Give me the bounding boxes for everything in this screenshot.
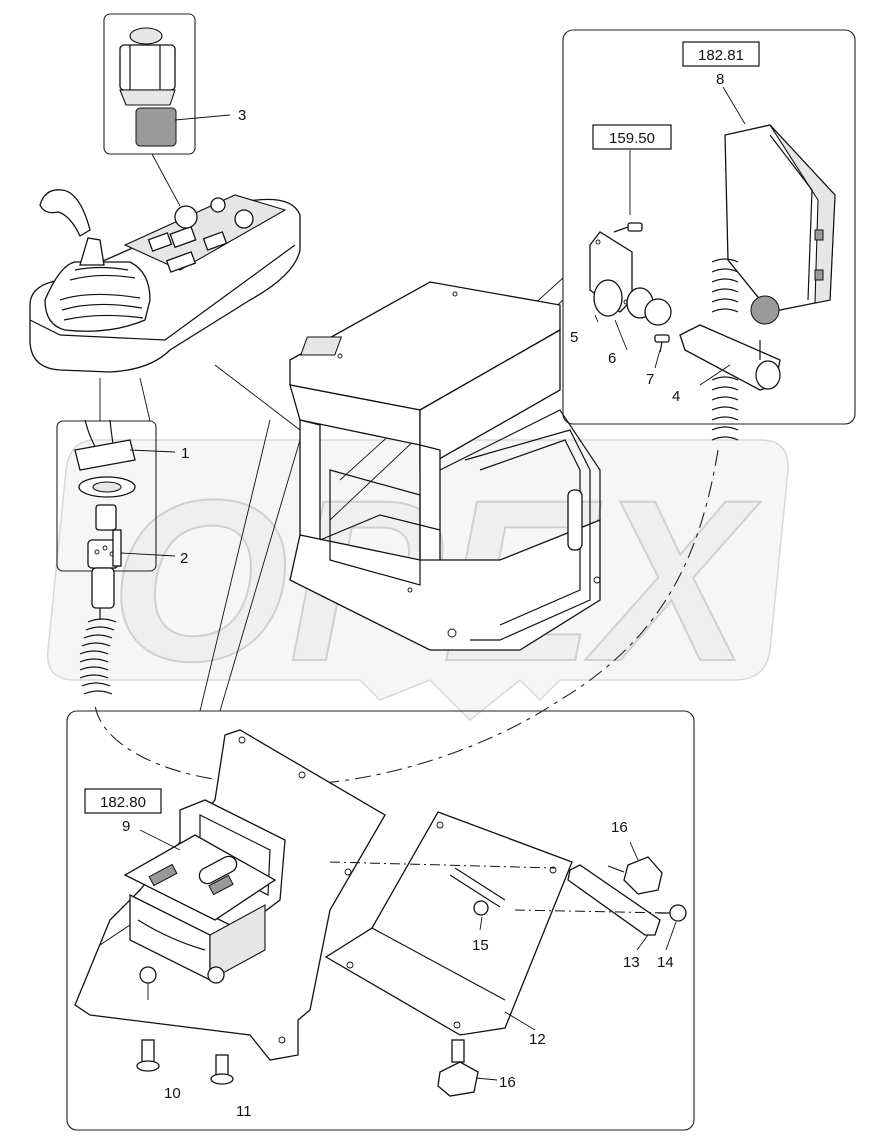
callout-1[interactable]: 1 [181, 445, 189, 462]
callout-13[interactable]: 13 [623, 954, 640, 971]
ref-label-182-81: 182.81 [698, 47, 744, 64]
cable-route-dashed [94, 449, 719, 786]
ref-label-159-50: 159.50 [609, 130, 655, 147]
frame-display [562, 29, 856, 425]
coil-cable-left [79, 608, 117, 695]
joystick-console [29, 189, 301, 373]
frame-switch-module [103, 13, 196, 155]
coil-cable-right [711, 258, 739, 441]
part-1-2-base [74, 419, 176, 609]
frame-controller [66, 710, 695, 1131]
callout-7[interactable]: 7 [646, 371, 654, 388]
part-14-bolt [658, 904, 687, 922]
callout-16-bottom[interactable]: 16 [499, 1074, 516, 1091]
part-4-clamp [679, 324, 781, 391]
callout-16-top[interactable]: 16 [611, 819, 628, 836]
ref-box-182-80[interactable]: 182.80 [84, 788, 162, 814]
ref-label-182-80: 182.80 [100, 794, 146, 811]
ref-box-159-50[interactable]: 159.50 [592, 124, 672, 150]
cab-frame [289, 281, 601, 651]
callout-5[interactable]: 5 [570, 329, 578, 346]
part-12-cover [324, 811, 573, 1036]
callout-4[interactable]: 4 [672, 388, 680, 405]
part-16-knob-bottom [437, 1039, 479, 1097]
part-3-switch-module [119, 27, 231, 147]
dash-dot-guides [329, 861, 671, 914]
callout-15[interactable]: 15 [472, 937, 489, 954]
ref-box-182-81[interactable]: 182.81 [682, 41, 760, 67]
watermark-logo: OPEX [47, 439, 789, 722]
callout-2[interactable]: 2 [180, 550, 188, 567]
callout-11[interactable]: 11 [236, 1103, 252, 1120]
part-13-strip [567, 864, 661, 936]
screw-159-50 [613, 222, 643, 233]
part-16-knob-top [607, 856, 663, 895]
part-6-ball-mount [593, 279, 672, 326]
callout-10[interactable]: 10 [164, 1085, 181, 1102]
callout-3[interactable]: 3 [238, 107, 246, 124]
part-10-11-screws [136, 1039, 234, 1085]
part-9-controller [123, 799, 286, 1000]
callouts: 1 2 3 4 5 6 7 8 9 10 11 12 13 14 15 16 1… [122, 71, 724, 1120]
callout-6[interactable]: 6 [608, 350, 616, 367]
callout-9[interactable]: 9 [122, 818, 130, 835]
part-7-screw [654, 334, 670, 353]
callout-leaders [99, 86, 746, 1081]
callout-12[interactable]: 12 [529, 1031, 546, 1048]
callout-8[interactable]: 8 [716, 71, 724, 88]
part-8-display [724, 124, 836, 325]
callout-14[interactable]: 14 [657, 954, 674, 971]
